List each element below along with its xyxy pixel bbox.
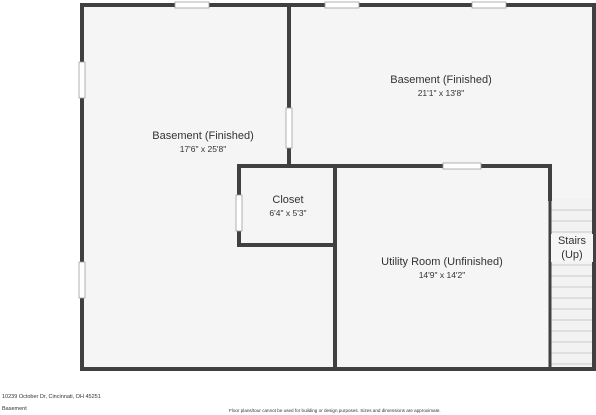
room-label-basement-right: Basement (Finished) 21'1" x 13'8" <box>341 73 541 99</box>
window-left-2 <box>78 261 86 299</box>
footer-disclaimer: Floor plans/tour cannot be used for buil… <box>229 408 441 413</box>
stairs-area <box>550 199 594 369</box>
window-top-3 <box>471 1 507 9</box>
window-left-1 <box>78 61 86 99</box>
stairs-name-line2: (Up) <box>561 249 583 261</box>
room-name: Basement (Finished) <box>390 74 492 86</box>
room-dimensions: 21'1" x 13'8" <box>417 88 465 98</box>
room-label-utility: Utility Room (Unfinished) 14'9" x 14'2" <box>342 255 542 281</box>
room-name: Closet <box>272 194 304 206</box>
window-top-2 <box>324 1 360 9</box>
footer-address: 10239 October Dr, Cincinnati, OH 45251 <box>2 394 101 400</box>
room-name: Utility Room (Unfinished) <box>381 256 503 268</box>
room-dimensions: 17'6" x 25'8" <box>179 144 227 154</box>
room-dimensions: 14'9" x 14'2" <box>418 270 466 280</box>
room-dimensions: 6'4" x 5'3" <box>269 208 307 218</box>
opening-utility <box>442 162 482 170</box>
opening-divider <box>285 107 293 149</box>
footer-floor-name: Basement <box>2 406 27 412</box>
room-name: Basement (Finished) <box>152 130 254 142</box>
room-label-basement-left: Basement (Finished) 17'6" x 25'8" <box>103 129 303 155</box>
opening-closet <box>235 194 243 232</box>
floor-area <box>82 5 594 369</box>
room-label-stairs: Stairs (Up) <box>551 234 593 262</box>
stairs-name-line1: Stairs <box>557 235 587 247</box>
room-label-closet: Closet 6'4" x 5'3" <box>243 193 333 219</box>
window-top-1 <box>174 1 210 9</box>
windows <box>78 1 507 299</box>
